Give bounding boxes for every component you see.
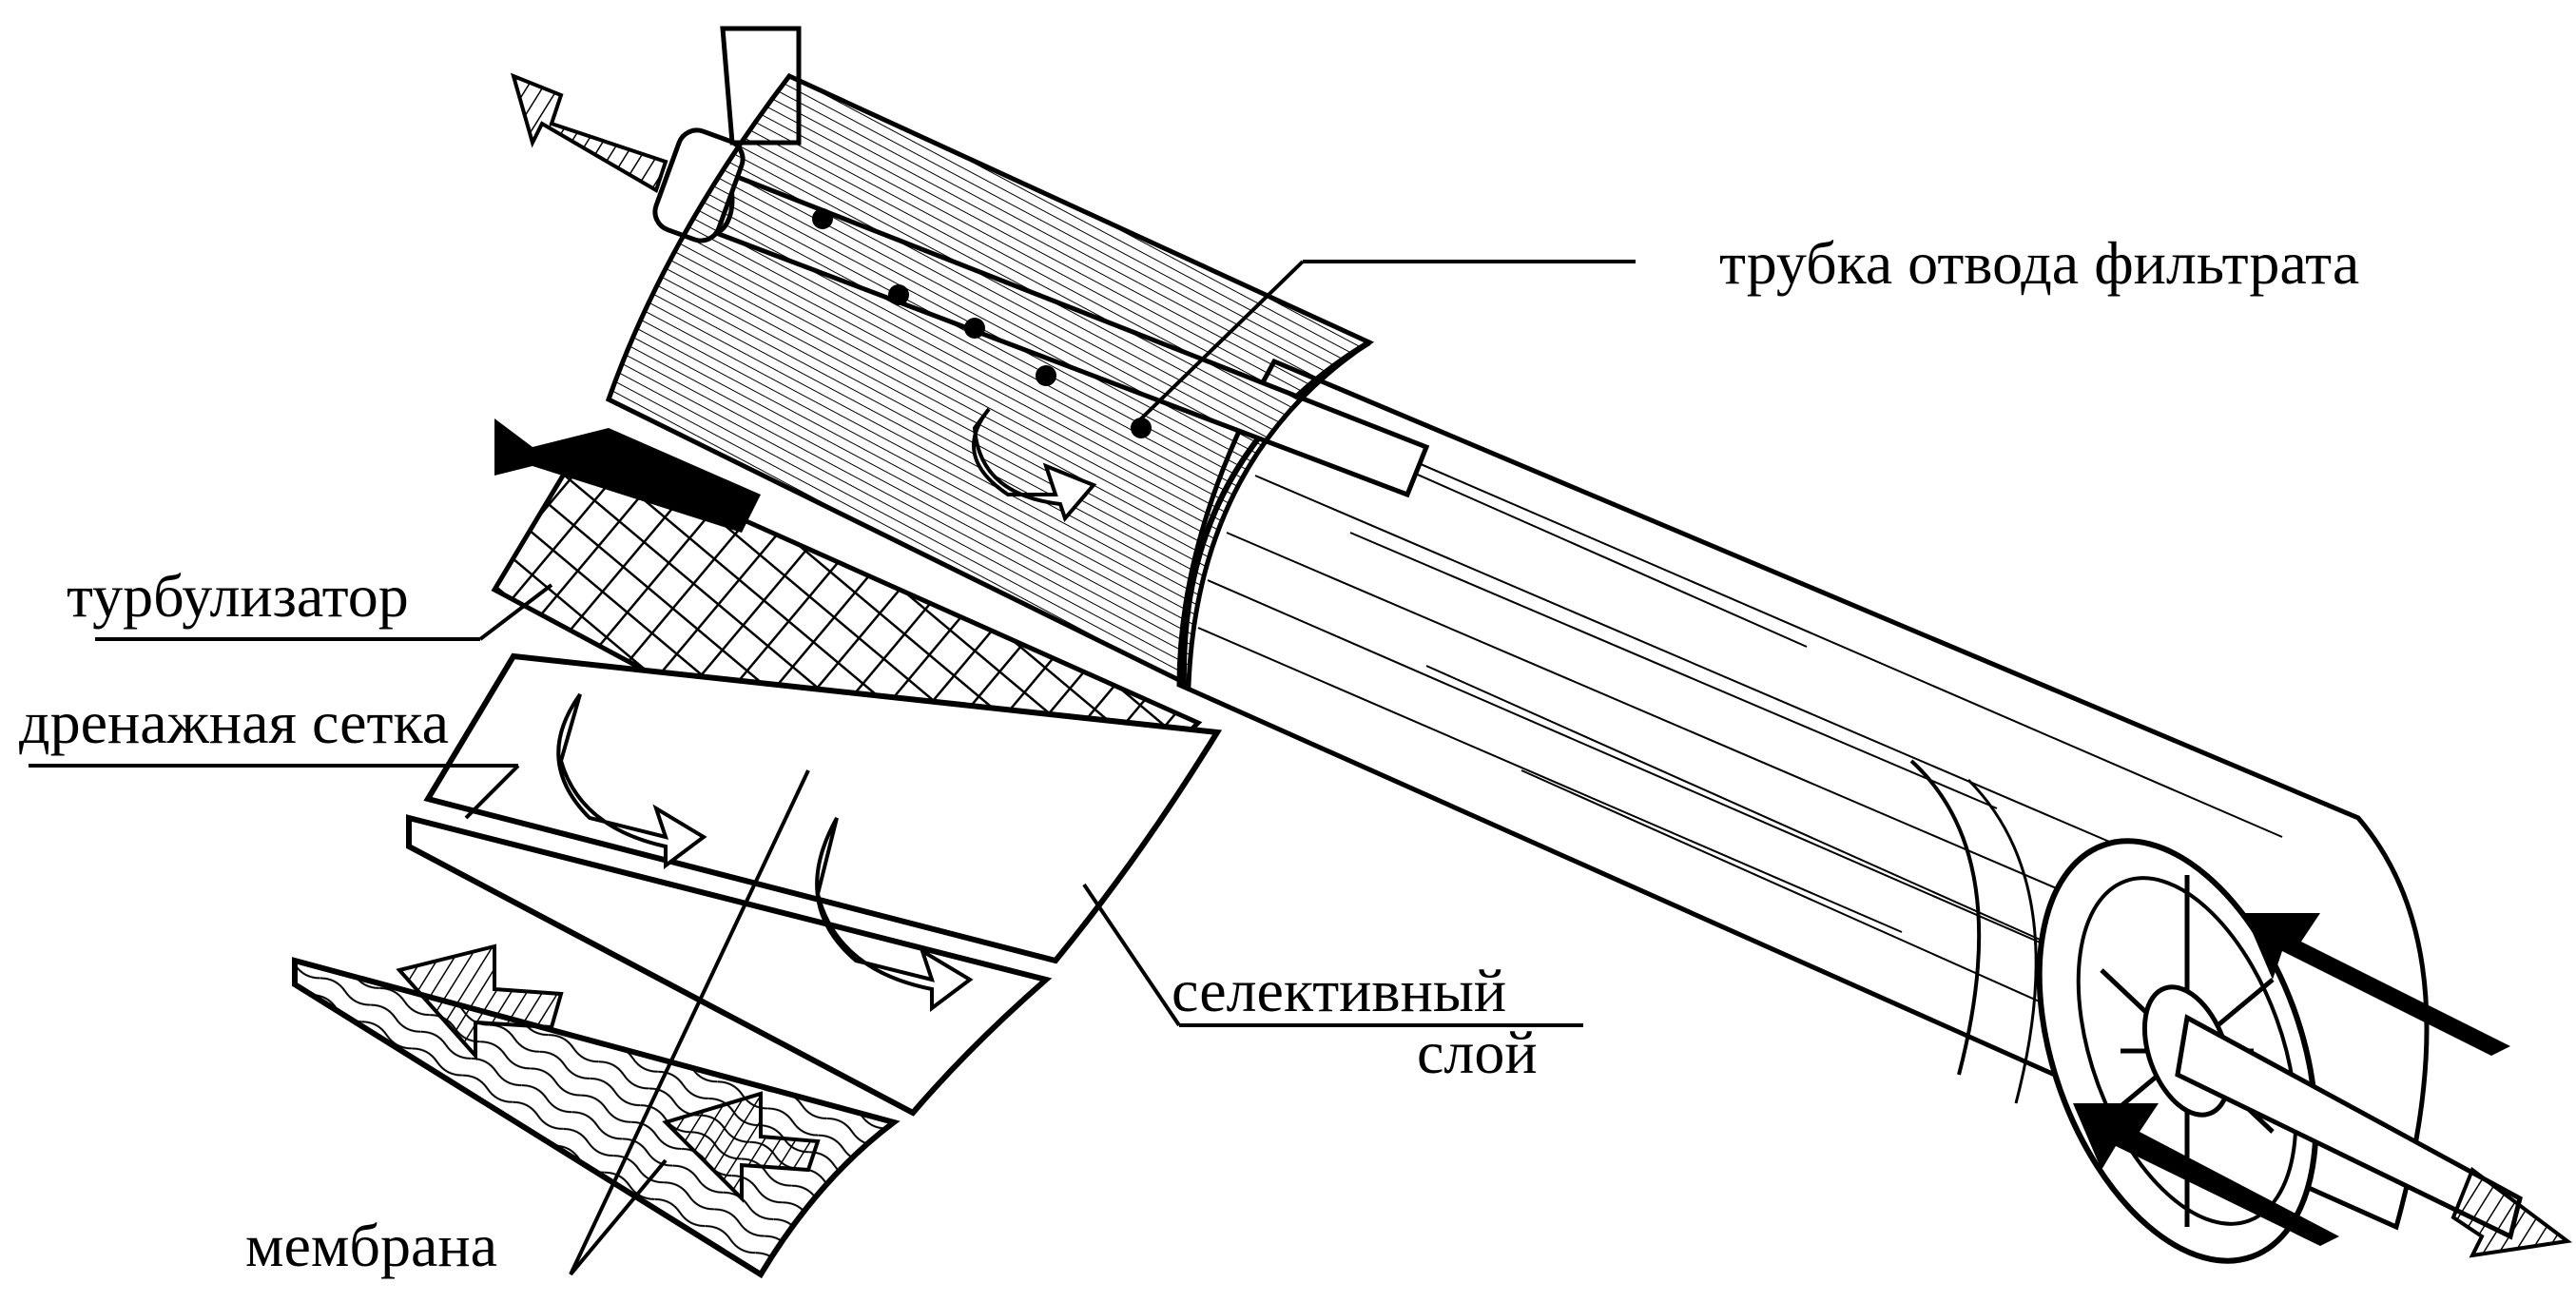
label-filtrate-tube: трубка отвода фильтрата [1719,229,2360,297]
unrolled-selective-layer [605,72,1375,689]
membrane-sheet [292,943,901,1279]
label-drainage-mesh: дренажная сетка [19,689,450,756]
filtrate-outlet-arrow [510,72,668,193]
label-membrane: мембрана [245,1212,498,1279]
feed-inlet-arrows [2073,913,2510,1246]
label-selective-layer-line2: слой [1417,1019,1538,1086]
leader-lines [29,260,1636,1276]
curl-flow-arrows [556,407,1097,1012]
flow-arrow-black [494,418,761,533]
label-turbulizer: турбулизатор [67,562,409,630]
label-selective-layer-line1: селективный [1172,957,1507,1024]
drainage-sheet [406,652,1223,1117]
filtrate-tube-right [2175,1014,2573,1258]
